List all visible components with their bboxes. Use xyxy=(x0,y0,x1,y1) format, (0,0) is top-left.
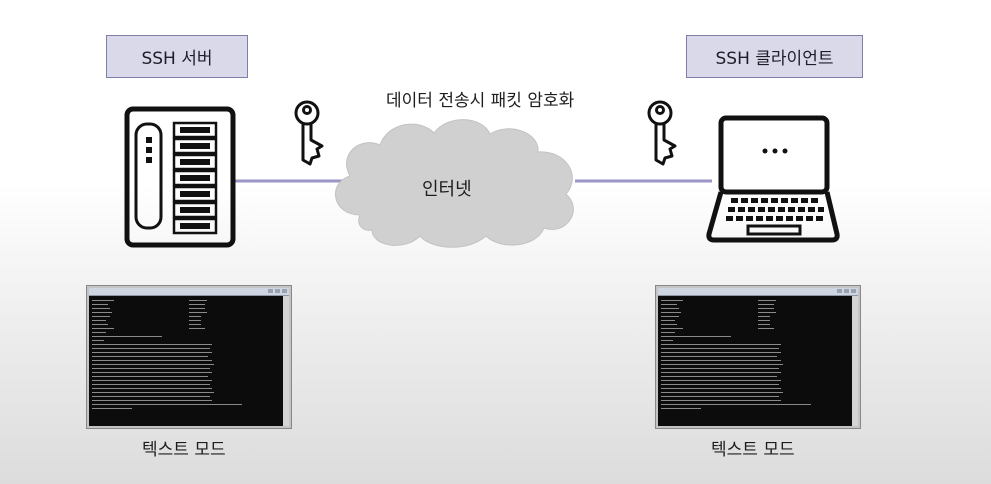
ssh-server-label: SSH 서버 xyxy=(106,35,248,78)
close-icon xyxy=(851,289,856,293)
key-icon xyxy=(294,100,324,166)
minimize-icon xyxy=(268,289,273,293)
encryption-caption: 데이터 전송시 패킷 암호화 xyxy=(386,91,575,111)
laptop-icon xyxy=(706,115,840,243)
internet-label: 인터넷 xyxy=(422,179,472,200)
terminal-scrollbar xyxy=(283,296,289,426)
maximize-icon xyxy=(844,289,849,293)
key-icon xyxy=(647,100,677,166)
terminal-window-client xyxy=(656,286,860,428)
terminal-window-server xyxy=(87,286,291,428)
terminal-titlebar xyxy=(89,288,289,296)
close-icon xyxy=(282,289,287,293)
minimize-icon xyxy=(837,289,842,293)
maximize-icon xyxy=(275,289,280,293)
text-mode-caption-client: 텍스트 모드 xyxy=(711,440,795,460)
terminal-scrollbar xyxy=(852,296,858,426)
ssh-client-label: SSH 클라이언트 xyxy=(686,35,863,78)
server-icon xyxy=(124,106,236,248)
cloud-icon xyxy=(335,119,574,248)
terminal-titlebar xyxy=(658,288,858,296)
text-mode-caption-server: 텍스트 모드 xyxy=(142,440,226,460)
